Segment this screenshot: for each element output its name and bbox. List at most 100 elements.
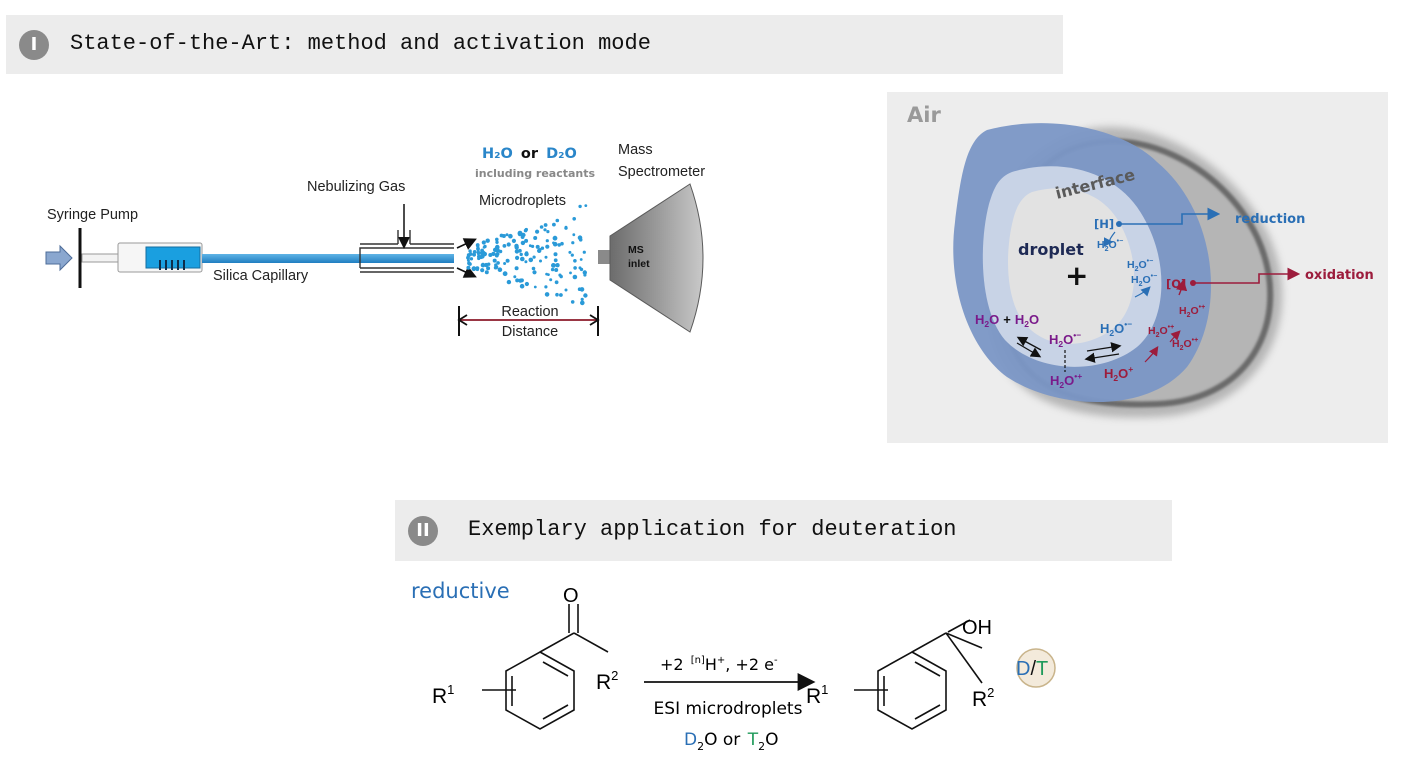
svg-text:H2O•−: H2O•− xyxy=(1131,273,1157,288)
section-2-banner: II Exemplary application for deuteration xyxy=(395,500,1172,561)
microdroplet xyxy=(578,266,582,270)
microdroplet xyxy=(555,292,559,297)
microdroplet xyxy=(502,244,507,248)
microdroplet xyxy=(466,258,470,262)
microdroplet xyxy=(539,259,542,263)
microdroplet xyxy=(578,204,582,209)
microdroplet xyxy=(546,230,550,234)
spray-arrow-down xyxy=(456,266,477,278)
microdroplet xyxy=(580,297,584,301)
microdroplet xyxy=(564,288,568,292)
microdroplets-label: Microdroplets xyxy=(479,193,566,209)
ms-inlet-label-2: inlet xyxy=(628,258,650,270)
product-r2: R2 xyxy=(972,685,994,711)
microdroplet xyxy=(505,233,509,237)
microdroplet xyxy=(468,249,472,253)
microdroplet xyxy=(519,283,525,289)
microdroplet xyxy=(555,263,560,268)
svg-text:H2O+H2O: H2O+H2O xyxy=(975,312,1039,329)
microdroplet xyxy=(466,265,471,270)
isotope-label: D/T xyxy=(1016,658,1048,680)
microdroplet xyxy=(520,278,524,282)
microdroplet xyxy=(471,266,477,272)
mass-spec-label-1: Mass xyxy=(618,142,653,158)
microdroplet xyxy=(533,236,538,240)
svg-text:H2O•+: H2O•+ xyxy=(1172,337,1198,352)
reactant-ketone xyxy=(482,604,609,730)
microdroplet xyxy=(515,278,520,283)
syringe-ticks xyxy=(159,260,185,270)
electrospray-setup-diagram: Syringe Pump Silica Capillary Nebulizing… xyxy=(45,142,705,340)
microdroplet xyxy=(543,223,548,227)
microdroplet xyxy=(494,265,499,270)
droplet-label: droplet xyxy=(1018,240,1084,259)
section-1-banner: I State-of-the-Art: method and activatio… xyxy=(6,15,1063,74)
spray-arrow-up xyxy=(456,238,477,250)
microdroplet xyxy=(583,273,587,277)
water-ionization: H2O+H2O H2O•− H2O•+ xyxy=(975,312,1082,390)
microdroplet xyxy=(582,250,586,254)
microdroplet xyxy=(554,280,559,285)
microdroplet xyxy=(514,266,519,271)
microdroplet xyxy=(524,281,530,287)
microdroplet xyxy=(505,258,510,263)
microdroplet xyxy=(579,287,585,292)
reductive-label: reductive xyxy=(411,579,510,603)
microdroplet xyxy=(517,230,523,236)
microdroplet-spray xyxy=(466,204,588,306)
microdroplet xyxy=(469,257,474,261)
microdroplet xyxy=(553,252,558,257)
microdroplet xyxy=(481,250,486,255)
microdroplet xyxy=(492,258,497,263)
microdroplet xyxy=(583,293,588,298)
oxidation-label: oxidation xyxy=(1305,268,1374,283)
including-reactants-label: including reactants xyxy=(475,167,596,180)
isotope-highlight xyxy=(1016,648,1056,688)
microdroplet xyxy=(543,228,547,232)
microdroplet xyxy=(481,240,486,245)
microdroplet xyxy=(559,293,563,297)
microdroplet xyxy=(538,248,542,251)
silica-capillary xyxy=(202,254,454,263)
nebulizer-housing xyxy=(359,243,454,273)
svg-text:H2O•+: H2O•+ xyxy=(1148,324,1174,339)
microdroplet xyxy=(533,285,537,289)
microdroplet xyxy=(487,262,491,266)
microdroplet xyxy=(506,279,512,285)
reduction-label: reduction xyxy=(1235,212,1305,227)
microdroplet xyxy=(579,258,583,261)
microdroplet xyxy=(582,270,587,275)
oxidation-path xyxy=(1195,267,1301,284)
reactant-r1: R1 xyxy=(432,682,454,708)
nebulizing-gas-label: Nebulizing Gas xyxy=(307,179,405,195)
droplet-core xyxy=(1008,188,1135,344)
microdroplet xyxy=(553,258,558,263)
microdroplet xyxy=(555,218,560,223)
microdroplet xyxy=(503,262,507,265)
microdroplet xyxy=(520,235,525,240)
microdroplet xyxy=(545,272,548,276)
microdroplet xyxy=(573,266,577,270)
droplet-activation-diagram: Air interface droplet + [H] reduction [O… xyxy=(887,92,1388,443)
microdroplet xyxy=(532,255,536,259)
microdroplet xyxy=(495,240,499,244)
pump-arrow-icon xyxy=(45,244,73,272)
microdroplet xyxy=(569,271,572,275)
silica-capillary-label: Silica Capillary xyxy=(213,268,309,284)
section-2-number: II xyxy=(408,516,438,546)
reaction-scheme: reductive O R1 R2 +2 [n]H+, +2 e- ESI mi… xyxy=(411,579,1056,753)
microdroplet xyxy=(486,266,491,271)
svg-text:H2O•−: H2O•− xyxy=(1100,319,1132,338)
microdroplet xyxy=(499,233,504,238)
microdroplet xyxy=(498,249,503,254)
reaction-conditions-esi: ESI microdroplets xyxy=(654,699,803,719)
reaction-conditions-top: +2 [n]H+, +2 e- xyxy=(660,655,778,674)
section-1-title: State-of-the-Art: method and activation … xyxy=(70,31,651,56)
microdroplet xyxy=(520,256,525,262)
microdroplet xyxy=(552,222,556,227)
svg-text:H2O+: H2O+ xyxy=(1104,364,1133,383)
microdroplet xyxy=(495,237,499,242)
microdroplet xyxy=(544,292,550,297)
water-label: H₂O or D₂O xyxy=(482,146,577,162)
microdroplet xyxy=(560,241,564,246)
